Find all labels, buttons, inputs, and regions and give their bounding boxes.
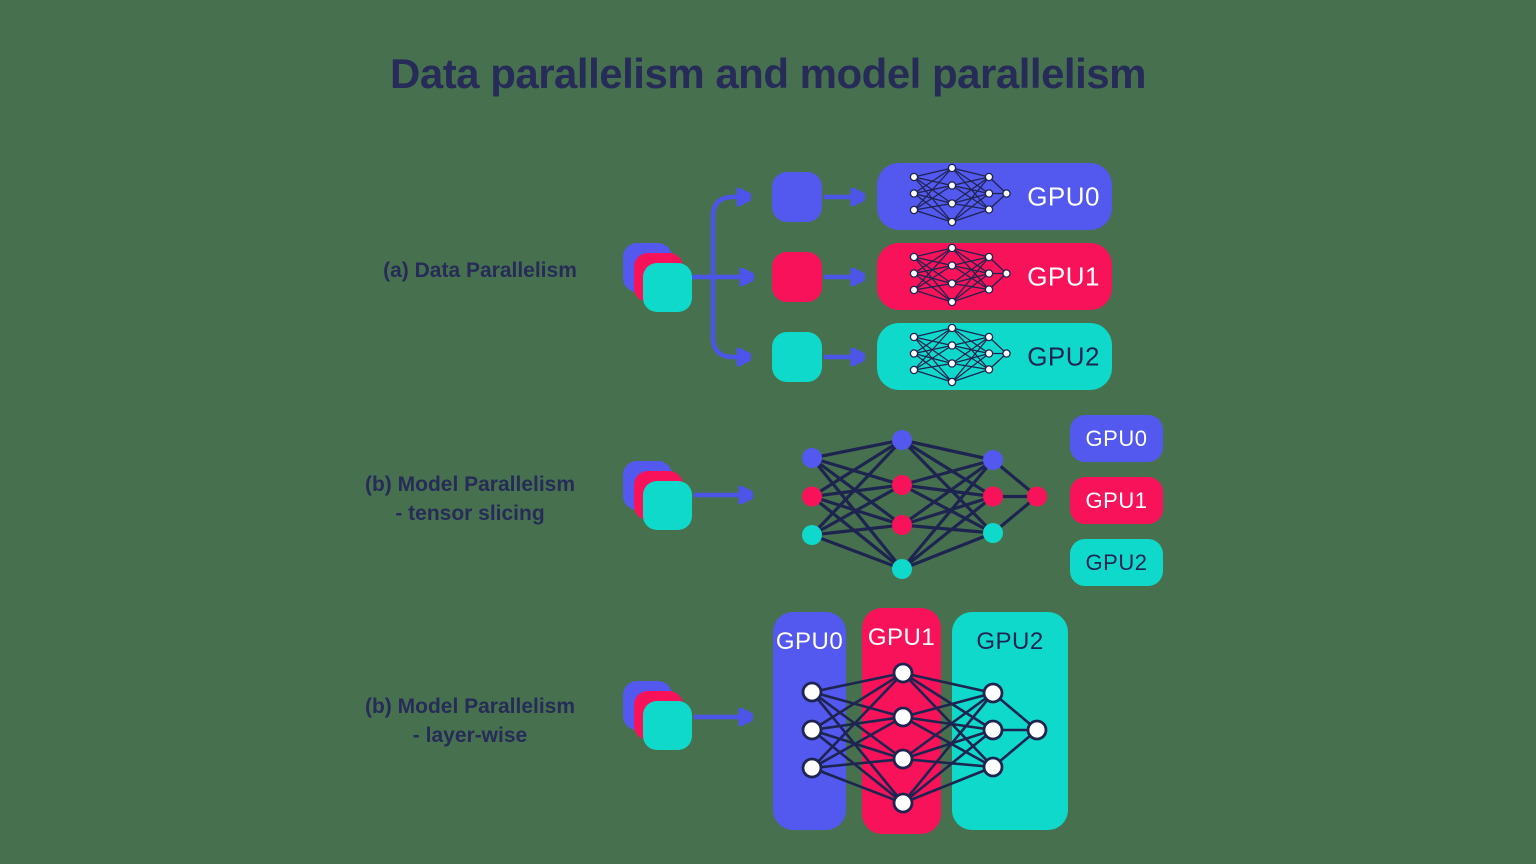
legend-gpu1: GPU1 (1070, 477, 1163, 524)
input-data-stack-a (623, 243, 693, 313)
section-b-layer-label-line1: (b) Model Parallelism (364, 695, 576, 718)
gpu1-box-label: GPU1 (1027, 261, 1100, 291)
input-data-stack-layer (623, 681, 693, 751)
data-chunk-teal (643, 263, 692, 312)
legend-gpu0: GPU0 (1070, 415, 1163, 462)
legend-gpu2-label: GPU2 (1085, 549, 1148, 575)
branch-arrow-top (710, 197, 738, 277)
branch-arrow-bottom (710, 277, 738, 357)
gpu1-replica-network (909, 243, 1011, 307)
data-chunk-teal (643, 481, 692, 530)
gpu0-column-label: GPU0 (775, 628, 844, 655)
gpu1-column-label: GPU1 (867, 624, 936, 651)
gpu2-column: GPU2 (952, 612, 1068, 830)
legend-gpu1-label: GPU1 (1085, 487, 1148, 513)
gpu2-replica-network (909, 323, 1011, 387)
data-chunk-teal (643, 701, 692, 750)
minibatch-gpu0 (772, 172, 822, 222)
gpu2-column-label: GPU2 (976, 628, 1044, 655)
section-b-tensor-label-line1: (b) Model Parallelism (364, 473, 576, 496)
section-a-label: (a) Data Parallelism (383, 259, 577, 282)
section-b-tensor-label: (b) Model Parallelism - tensor slicing (360, 470, 580, 528)
section-b-tensor-label-line2: - tensor slicing (395, 502, 545, 525)
minibatch-gpu2 (772, 332, 822, 382)
gpu1-column: GPU1 (862, 608, 941, 834)
gpu2-box-label: GPU2 (1027, 341, 1100, 371)
gpu0-box-label: GPU0 (1027, 181, 1100, 211)
gpu0-column: GPU0 (773, 612, 846, 830)
legend-gpu0-label: GPU0 (1085, 425, 1148, 451)
page-title: Data parallelism and model parallelism (390, 50, 1146, 97)
section-b-layer-label: (b) Model Parallelism - layer-wise (360, 692, 580, 750)
gpu0-replica-network (909, 163, 1011, 227)
legend-gpu2: GPU2 (1070, 539, 1163, 586)
input-data-stack-tensor (623, 461, 693, 531)
minibatch-gpu1 (772, 252, 822, 302)
gpu1-box: GPU1 (877, 243, 1112, 310)
gpu2-box: GPU2 (877, 323, 1112, 390)
tensor-sliced-network (802, 430, 1047, 579)
gpu0-box: GPU0 (877, 163, 1112, 230)
section-b-layer-label-line2: - layer-wise (412, 724, 528, 747)
